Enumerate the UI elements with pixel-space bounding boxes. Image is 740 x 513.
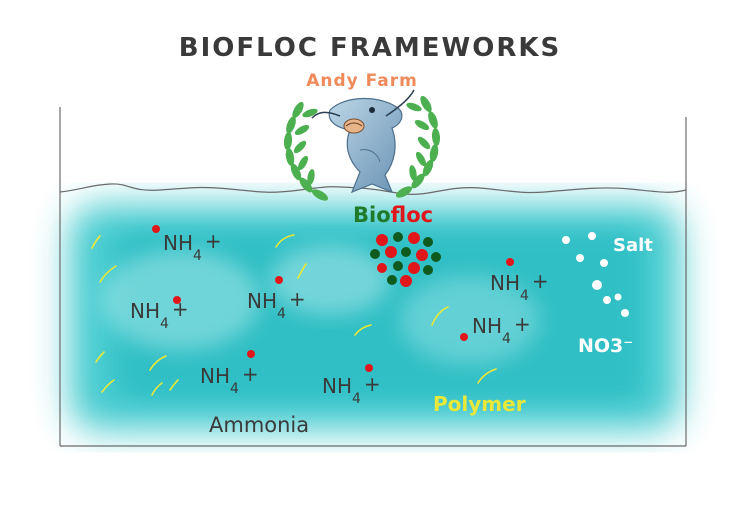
- ion-dot: [365, 364, 373, 372]
- biofloc-label: Biofloc: [353, 203, 433, 227]
- polymer-strand: [91, 235, 101, 249]
- ammonium-ion: NH4+: [322, 364, 381, 407]
- floc-particle: [423, 265, 433, 275]
- salt-particle: [562, 236, 570, 244]
- ammonium-ion: NH4+: [152, 225, 222, 264]
- ion-formula: NH4+: [472, 312, 531, 347]
- ion-subscript: 4: [277, 306, 286, 322]
- floc-cluster: [370, 232, 441, 287]
- polymer-strand: [99, 265, 117, 283]
- water-surface-line: [59, 183, 687, 195]
- ion-subscript: 4: [502, 331, 511, 347]
- laurel-right-icon: [395, 95, 441, 198]
- ion-dot: [275, 276, 283, 284]
- salt-particle: [621, 309, 629, 317]
- ion-formula: NH4+: [130, 297, 189, 332]
- page-title: BIOFLOC FRAMEWORKS: [179, 33, 561, 63]
- brand-name: Andy Farm: [306, 71, 418, 91]
- polymer-strand: [354, 324, 372, 336]
- ion-charge: +: [532, 269, 549, 293]
- floc-particle: [423, 237, 433, 247]
- ammonium-ion: NH4+: [247, 276, 306, 322]
- floc-particle: [376, 234, 388, 246]
- nitrate-label: NO3⁻: [578, 335, 633, 357]
- ion-charge: +: [205, 229, 222, 253]
- ion-formula: NH4+: [322, 372, 381, 407]
- ion-charge: +: [172, 297, 189, 321]
- biofloc-label-prefix: Bio: [353, 203, 391, 227]
- biofloc-label-suffix: floc: [391, 203, 433, 227]
- polymer-strand: [101, 379, 115, 393]
- polymer-label: Polymer: [433, 392, 526, 416]
- salt-particle: [603, 296, 611, 304]
- floc-particle: [401, 247, 411, 257]
- catfish-icon: [311, 89, 415, 194]
- ammonia-label: Ammonia: [209, 413, 309, 437]
- floc-particle: [370, 249, 380, 259]
- polymer-strand: [275, 234, 295, 248]
- floc-particle: [408, 262, 420, 274]
- salt-particle: [588, 232, 596, 240]
- polymer-strand: [431, 306, 449, 326]
- ion-charge: +: [364, 372, 381, 396]
- ion-formula: NH4+: [163, 229, 222, 264]
- floc-particle: [393, 232, 403, 242]
- polymer-strand: [477, 368, 497, 384]
- tank-outline: [59, 107, 687, 447]
- polymer-strand: [297, 263, 307, 279]
- ammonium-ion: NH4+: [200, 350, 259, 397]
- floc-particle: [387, 275, 397, 285]
- floc-particle: [408, 232, 420, 244]
- polymer-strands: [91, 234, 497, 396]
- ion-subscript: 4: [352, 391, 361, 407]
- ion-dot: [247, 350, 255, 358]
- ion-dot: [152, 225, 160, 233]
- andy-farm-logo: Andy Farm: [283, 71, 441, 201]
- salt-particle: [592, 280, 602, 290]
- polymer-strand: [95, 351, 105, 363]
- ion-subscript: 4: [520, 288, 529, 304]
- salt-particle: [600, 259, 608, 267]
- water-body: [70, 205, 680, 430]
- floc-particle: [393, 261, 403, 271]
- polymer-strand: [149, 355, 167, 371]
- ion-charge: +: [289, 287, 306, 311]
- polymer-strand: [151, 382, 163, 396]
- salt-particles: [562, 232, 629, 317]
- ammonium-ion: NH4+: [490, 258, 549, 304]
- ion-charge: +: [514, 312, 531, 336]
- salt-particle: [576, 254, 584, 262]
- ion-formula: NH4+: [247, 287, 306, 322]
- salt-particle: [614, 293, 622, 301]
- ammonium-ion: NH4+: [130, 296, 189, 332]
- ion-subscript: 4: [193, 248, 202, 264]
- floc-particle: [400, 275, 412, 287]
- ammonium-ion: NH4+: [460, 312, 531, 347]
- ion-dot: [460, 333, 468, 341]
- floc-particle: [416, 249, 428, 261]
- ion-formula: NH4+: [200, 362, 259, 397]
- ion-subscript: 4: [160, 316, 169, 332]
- ion-formula: NH4+: [490, 269, 549, 304]
- ion-subscript: 4: [230, 381, 239, 397]
- salt-label: Salt: [613, 235, 653, 256]
- polymer-strand: [169, 379, 179, 391]
- ion-dot: [506, 258, 514, 266]
- laurel-left-icon: [283, 101, 329, 201]
- floc-particle: [385, 246, 397, 258]
- ion-dot: [173, 296, 181, 304]
- floc-particle: [431, 252, 441, 262]
- ion-charge: +: [242, 362, 259, 386]
- floc-particle: [377, 263, 387, 273]
